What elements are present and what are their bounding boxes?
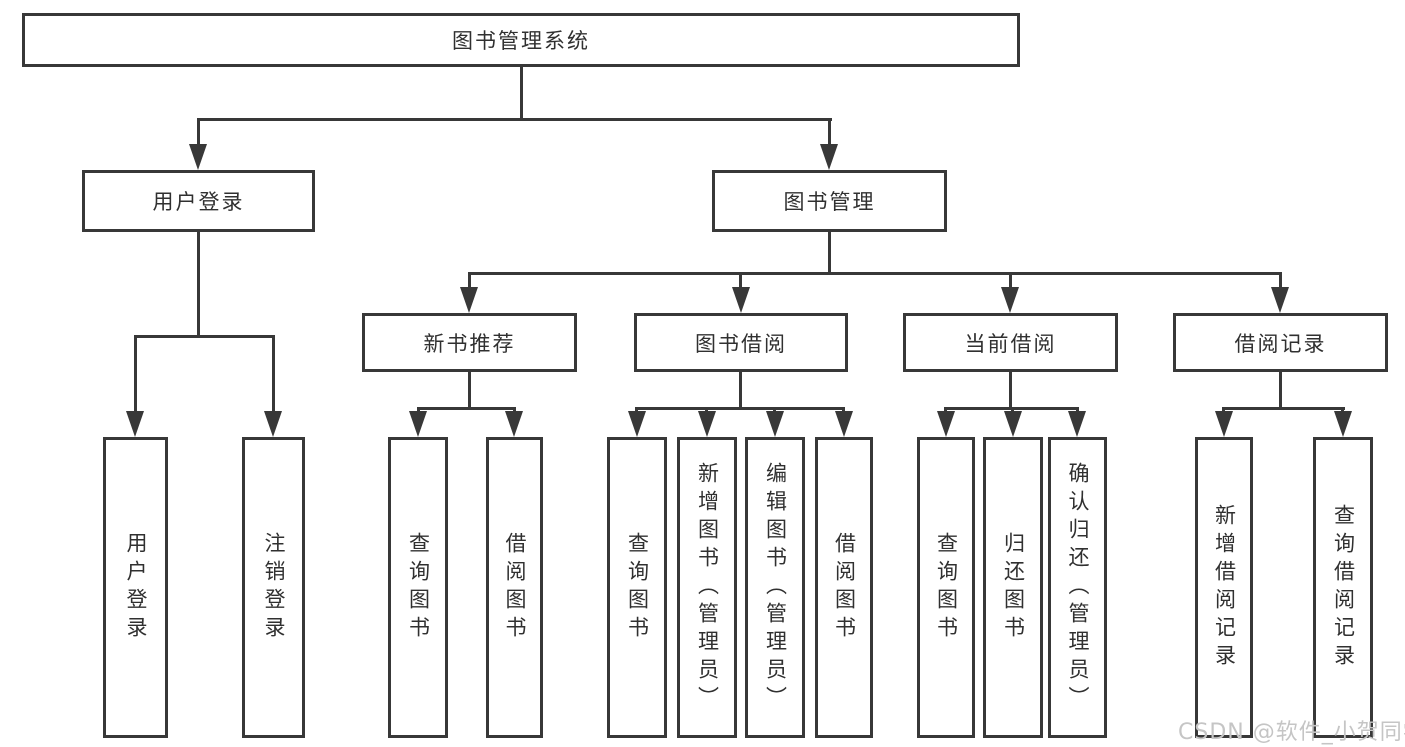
node-book-management: 图书管理 xyxy=(712,170,947,232)
connector-line xyxy=(197,118,200,146)
connector-line xyxy=(197,232,200,338)
arrowhead-down-icon xyxy=(835,411,853,437)
connector-line xyxy=(197,118,832,121)
arrowhead-down-icon xyxy=(264,411,282,437)
leaf-borrow-query-book: 查询图书 xyxy=(607,437,667,738)
leaf-borrow-edit-book-admin: 编辑图书（管理员） xyxy=(745,437,805,738)
connector-line xyxy=(739,372,742,410)
arrowhead-down-icon xyxy=(698,411,716,437)
node-current-borrow: 当前借阅 xyxy=(903,313,1118,372)
connector-line xyxy=(828,232,831,275)
arrowhead-down-icon xyxy=(126,411,144,437)
connector-line xyxy=(134,335,275,338)
connector-line xyxy=(1341,407,1344,413)
connector-line xyxy=(1009,372,1012,410)
leaf-logout: 注销登录 xyxy=(242,437,305,738)
leaf-recommend-query-book: 查询图书 xyxy=(388,437,448,738)
connector-line xyxy=(1009,272,1012,289)
connector-line xyxy=(1222,407,1345,410)
leaf-current-return-book: 归还图书 xyxy=(983,437,1043,738)
connector-line xyxy=(468,272,1281,275)
connector-line xyxy=(468,372,471,410)
node-label: 新书推荐 xyxy=(423,331,516,356)
connector-line xyxy=(773,407,776,413)
node-borrow-records: 借阅记录 xyxy=(1173,313,1388,372)
connector-line xyxy=(635,407,638,413)
node-label: 图书管理 xyxy=(783,190,876,214)
connector-line xyxy=(272,335,275,412)
node-user-login: 用户登录 xyxy=(82,170,315,232)
connector-line xyxy=(705,407,708,413)
connector-line xyxy=(513,407,516,413)
arrowhead-down-icon xyxy=(628,411,646,437)
connector-line xyxy=(944,407,947,413)
node-library-system: 图书管理系统 xyxy=(22,13,1020,67)
arrowhead-down-icon xyxy=(1068,411,1086,437)
arrowhead-down-icon xyxy=(937,411,955,437)
connector-line xyxy=(417,407,420,413)
connector-line xyxy=(828,118,831,146)
node-label: 图书管理系统 xyxy=(452,29,590,53)
connector-line xyxy=(1279,372,1282,410)
arrowhead-down-icon xyxy=(1001,287,1019,313)
connector-line xyxy=(739,272,742,289)
node-label: 查询借阅记录 xyxy=(1331,503,1356,672)
node-label: 图书借阅 xyxy=(695,331,787,356)
node-book-borrow: 图书借阅 xyxy=(634,313,848,372)
leaf-records-add-record: 新增借阅记录 xyxy=(1195,437,1253,738)
connector-line xyxy=(842,407,845,413)
node-label: 借阅图书 xyxy=(832,531,857,644)
connector-line xyxy=(1222,407,1225,413)
leaf-user-login: 用户登录 xyxy=(103,437,168,738)
connector-line xyxy=(635,407,845,410)
node-label: 借阅记录 xyxy=(1234,331,1327,356)
connector-line xyxy=(468,272,471,289)
arrowhead-down-icon xyxy=(820,144,838,170)
arrowhead-down-icon xyxy=(505,411,523,437)
node-label: 查询图书 xyxy=(625,531,650,644)
node-label: 用户登录 xyxy=(124,531,148,644)
node-label: 新增借阅记录 xyxy=(1212,503,1237,672)
connector-line xyxy=(1076,407,1079,413)
arrowhead-down-icon xyxy=(460,287,478,313)
node-label: 当前借阅 xyxy=(964,331,1057,356)
node-label: 注销登录 xyxy=(262,531,286,644)
node-label: 查询图书 xyxy=(934,531,959,644)
arrowhead-down-icon xyxy=(1004,411,1022,437)
arrowhead-down-icon xyxy=(409,411,427,437)
arrowhead-down-icon xyxy=(189,144,207,170)
leaf-records-query-record: 查询借阅记录 xyxy=(1313,437,1373,738)
arrowhead-down-icon xyxy=(766,411,784,437)
arrowhead-down-icon xyxy=(732,287,750,313)
connector-line xyxy=(520,67,523,120)
arrowhead-down-icon xyxy=(1215,411,1233,437)
node-new-book-recommend: 新书推荐 xyxy=(362,313,577,372)
arrowhead-down-icon xyxy=(1334,411,1352,437)
leaf-borrow-borrow-book: 借阅图书 xyxy=(815,437,873,738)
connector-line xyxy=(1279,272,1282,289)
leaf-current-confirm-return-admin: 确认归还（管理员） xyxy=(1048,437,1107,738)
node-label: 新增图书（管理员） xyxy=(695,461,720,714)
leaf-current-query-book: 查询图书 xyxy=(917,437,975,738)
csdn-watermark: CSDN @软件_小贺同学 xyxy=(1178,720,1405,745)
leaf-borrow-add-book-admin: 新增图书（管理员） xyxy=(677,437,737,738)
node-label: 查询图书 xyxy=(406,531,431,644)
node-label: 编辑图书（管理员） xyxy=(763,461,788,714)
arrowhead-down-icon xyxy=(1271,287,1289,313)
node-label: 用户登录 xyxy=(152,190,245,214)
connector-line xyxy=(417,407,516,410)
connector-line xyxy=(1011,407,1014,413)
node-label: 确认归还（管理员） xyxy=(1066,461,1090,714)
connector-line xyxy=(134,335,137,412)
node-label: 归还图书 xyxy=(1001,531,1026,644)
leaf-recommend-borrow-book: 借阅图书 xyxy=(486,437,543,738)
node-label: 借阅图书 xyxy=(503,531,527,644)
